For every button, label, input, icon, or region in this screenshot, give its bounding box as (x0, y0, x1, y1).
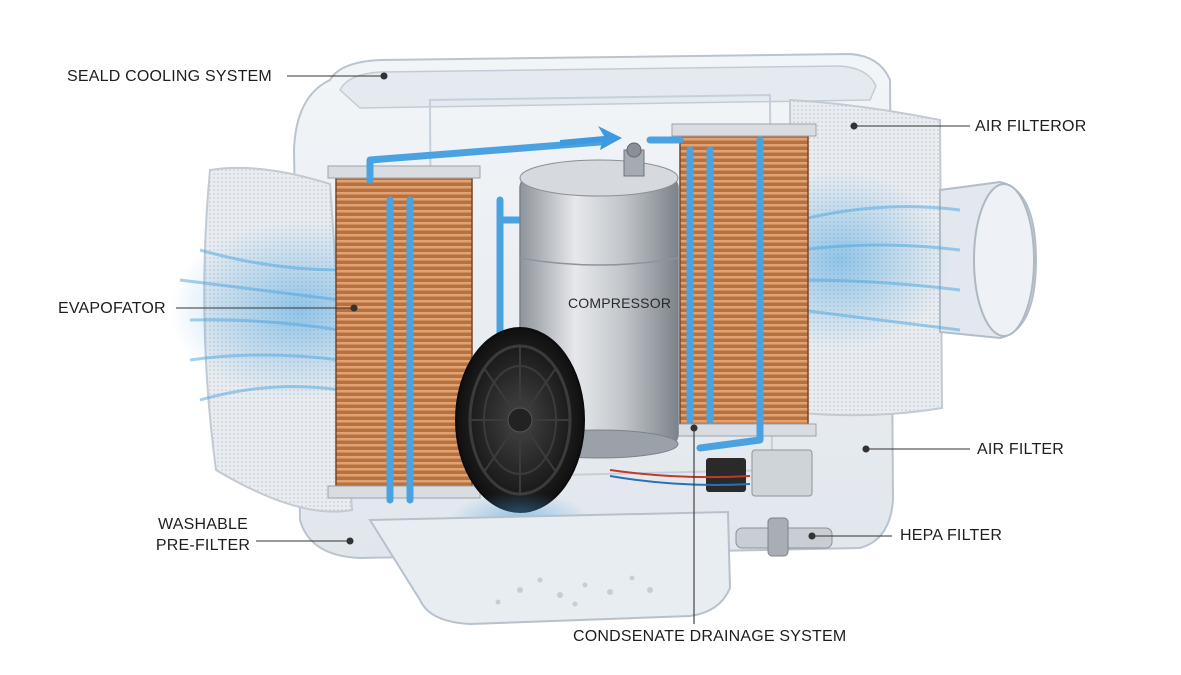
condenser-coil (671, 123, 817, 437)
drain-tray (368, 510, 732, 626)
airflow-lines-right (799, 205, 961, 332)
top-lid (339, 65, 877, 109)
outlet-duct-opening (973, 183, 1035, 337)
evaporator-coil (327, 165, 481, 499)
drain-pipe (735, 517, 833, 557)
label-washable-pre-filter: WASHABLE PRE-FILTER (150, 514, 256, 556)
label-compressor: COMPRESSOR (568, 295, 672, 311)
label-condensate-drainage-system: CONDSENATE DRAINAGE SYSTEM (573, 628, 847, 645)
label-sealed-cooling-system: SEALD COOLING SYSTEM (67, 68, 272, 85)
control-unit (609, 449, 813, 497)
label-washable-line1: WASHABLE (158, 516, 248, 533)
airflow-arrow (560, 126, 622, 150)
leader-lines (176, 72, 970, 624)
label-hepa-filter: HEPA FILTER (900, 527, 1003, 544)
airflow-lines-left (179, 248, 341, 402)
label-air-filter: AIR FILTER (977, 441, 1065, 458)
label-air-filteror: AIR FILTEROR (975, 118, 1087, 135)
label-washable-line2: PRE-FILTER (155, 537, 251, 554)
label-evapofator: EVAPOFATOR (58, 300, 166, 317)
fan (455, 327, 585, 513)
